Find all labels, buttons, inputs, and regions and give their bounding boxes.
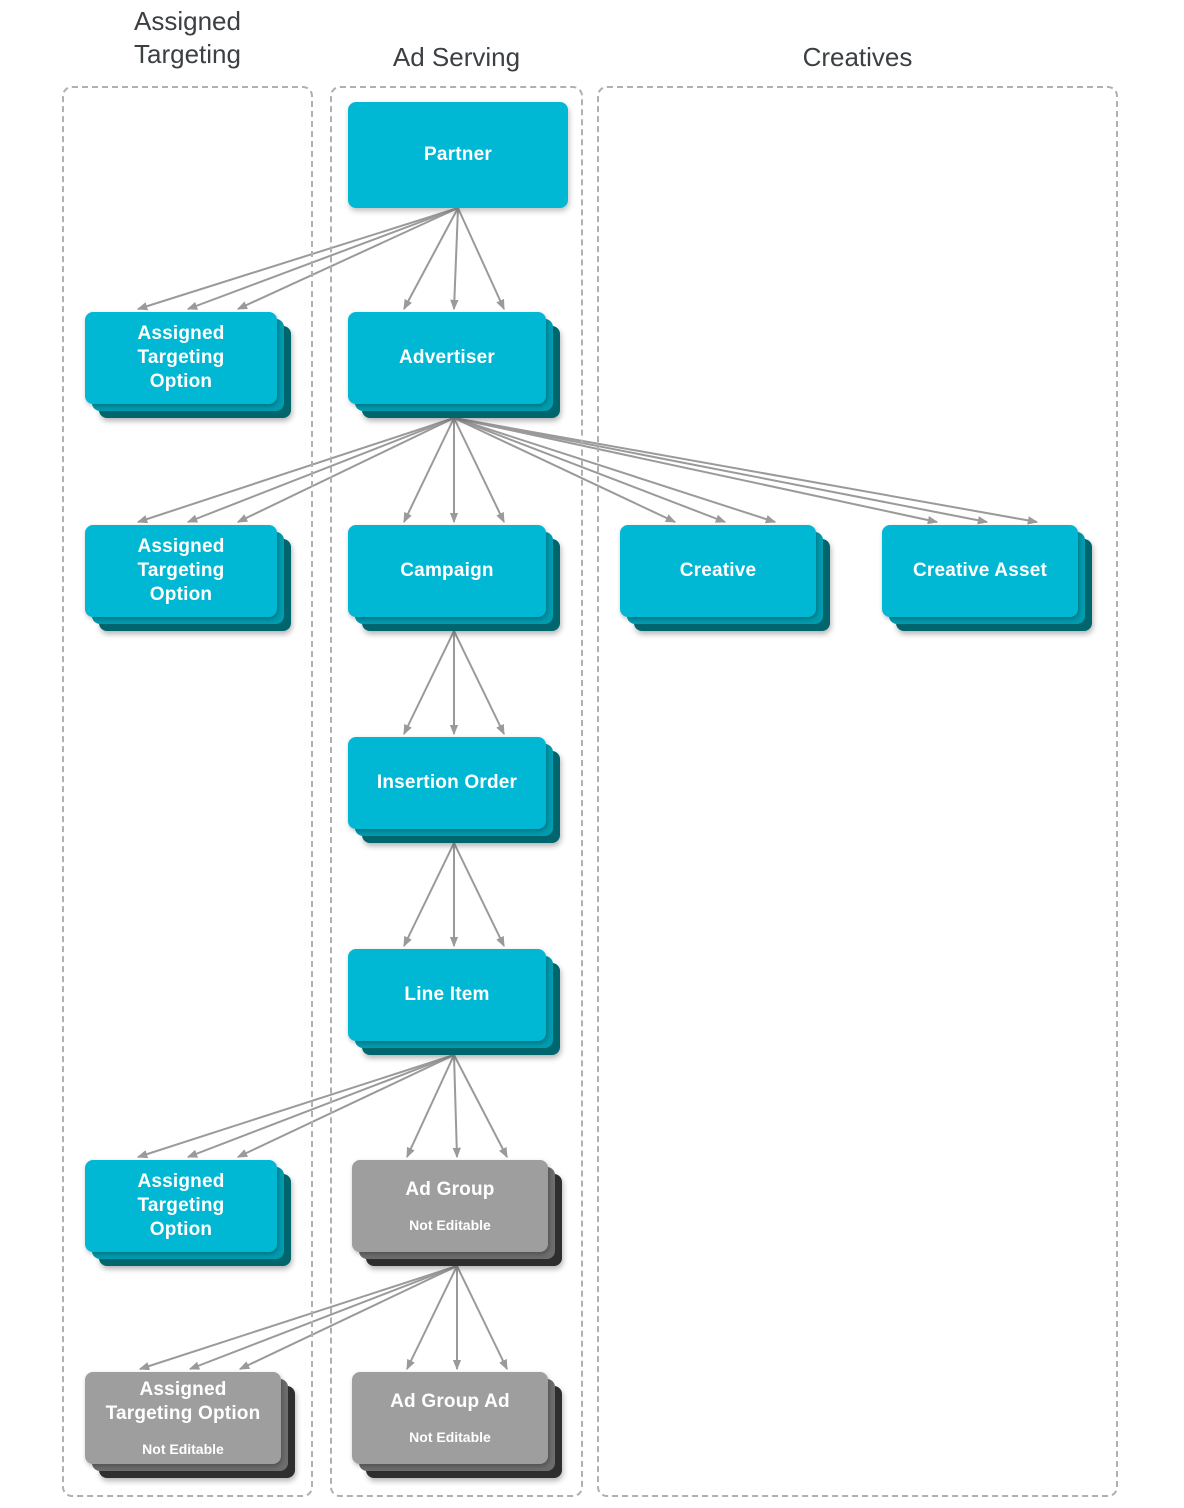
node-title-ad-group: Ad Group: [405, 1179, 495, 1200]
node-face-partner[interactable]: Partner: [348, 102, 568, 208]
node-insertion-order[interactable]: Insertion Order: [348, 737, 560, 843]
node-title-creative: Creative: [679, 560, 757, 581]
node-face-insertion-order[interactable]: Insertion Order: [348, 737, 546, 829]
node-face-ato-2[interactable]: Assigned Targeting Option: [85, 525, 277, 617]
node-advertiser[interactable]: Advertiser: [348, 312, 560, 418]
node-ato-2[interactable]: Assigned Targeting Option: [85, 525, 291, 631]
node-ato-1[interactable]: Assigned Targeting Option: [85, 312, 291, 418]
node-subtitle-ad-group-ad: Not Editable: [409, 1429, 491, 1445]
node-face-campaign[interactable]: Campaign: [348, 525, 546, 617]
node-title-ato-2: Assigned Targeting Option: [137, 536, 225, 605]
node-ato-3[interactable]: Assigned Targeting Option: [85, 1160, 291, 1266]
node-title-line-item: Line Item: [404, 984, 490, 1005]
column-region-creatives: [597, 86, 1118, 1497]
node-face-creative[interactable]: Creative: [620, 525, 816, 617]
node-ad-group-ad[interactable]: Ad Group Ad Not Editable: [352, 1372, 562, 1478]
node-face-ato-1[interactable]: Assigned Targeting Option: [85, 312, 277, 404]
node-subtitle-ato-4: Not Editable: [142, 1441, 224, 1457]
node-face-line-item[interactable]: Line Item: [348, 949, 546, 1041]
node-campaign[interactable]: Campaign: [348, 525, 560, 631]
node-title-advertiser: Advertiser: [399, 347, 495, 368]
node-line-item[interactable]: Line Item: [348, 949, 560, 1055]
column-title-ad-serving: Ad Serving: [392, 42, 521, 72]
node-partner[interactable]: Partner: [348, 102, 568, 208]
column-title-creatives: Creatives: [802, 42, 913, 72]
node-face-advertiser[interactable]: Advertiser: [348, 312, 546, 404]
node-title-ato-3: Assigned Targeting Option: [137, 1171, 225, 1240]
column-region-ad-serving: [330, 86, 583, 1497]
node-creative[interactable]: Creative: [620, 525, 830, 631]
node-title-ato-1: Assigned Targeting Option: [137, 323, 225, 392]
node-title-insertion-order: Insertion Order: [376, 772, 518, 793]
column-title-assigned-targeting: Assigned Targeting: [134, 6, 241, 69]
node-face-creative-asset[interactable]: Creative Asset: [882, 525, 1078, 617]
node-face-ato-3[interactable]: Assigned Targeting Option: [85, 1160, 277, 1252]
column-region-assigned-targeting: [62, 86, 313, 1497]
node-title-campaign: Campaign: [400, 560, 494, 581]
node-title-creative-asset: Creative Asset: [912, 560, 1048, 581]
node-title-ato-4: Assigned Targeting Option: [105, 1379, 261, 1424]
node-face-ad-group-ad[interactable]: Ad Group Ad Not Editable: [352, 1372, 548, 1464]
node-title-ad-group-ad: Ad Group Ad: [390, 1391, 510, 1412]
node-creative-asset[interactable]: Creative Asset: [882, 525, 1092, 631]
node-title-partner: Partner: [424, 144, 492, 165]
node-subtitle-ad-group: Not Editable: [409, 1217, 491, 1233]
